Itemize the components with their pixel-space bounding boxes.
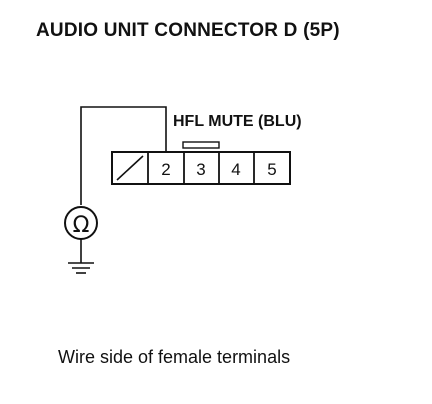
unused-cavity-slash — [116, 155, 144, 181]
terminal-5: 5 — [267, 160, 276, 179]
ground-icon — [68, 262, 94, 274]
terminal-2: 2 — [161, 160, 170, 179]
ohm-symbol: Ω — [73, 213, 90, 238]
connector-lock-tab — [182, 141, 220, 149]
terminal-4: 4 — [231, 160, 240, 179]
probe-wire — [80, 106, 167, 205]
caption: Wire side of female terminals — [58, 347, 291, 367]
pin-label: HFL MUTE (BLU) — [173, 113, 302, 130]
diagram-title: AUDIO UNIT CONNECTOR D (5P) — [36, 20, 340, 41]
connector-body — [111, 151, 291, 185]
terminal-3: 3 — [196, 160, 205, 179]
